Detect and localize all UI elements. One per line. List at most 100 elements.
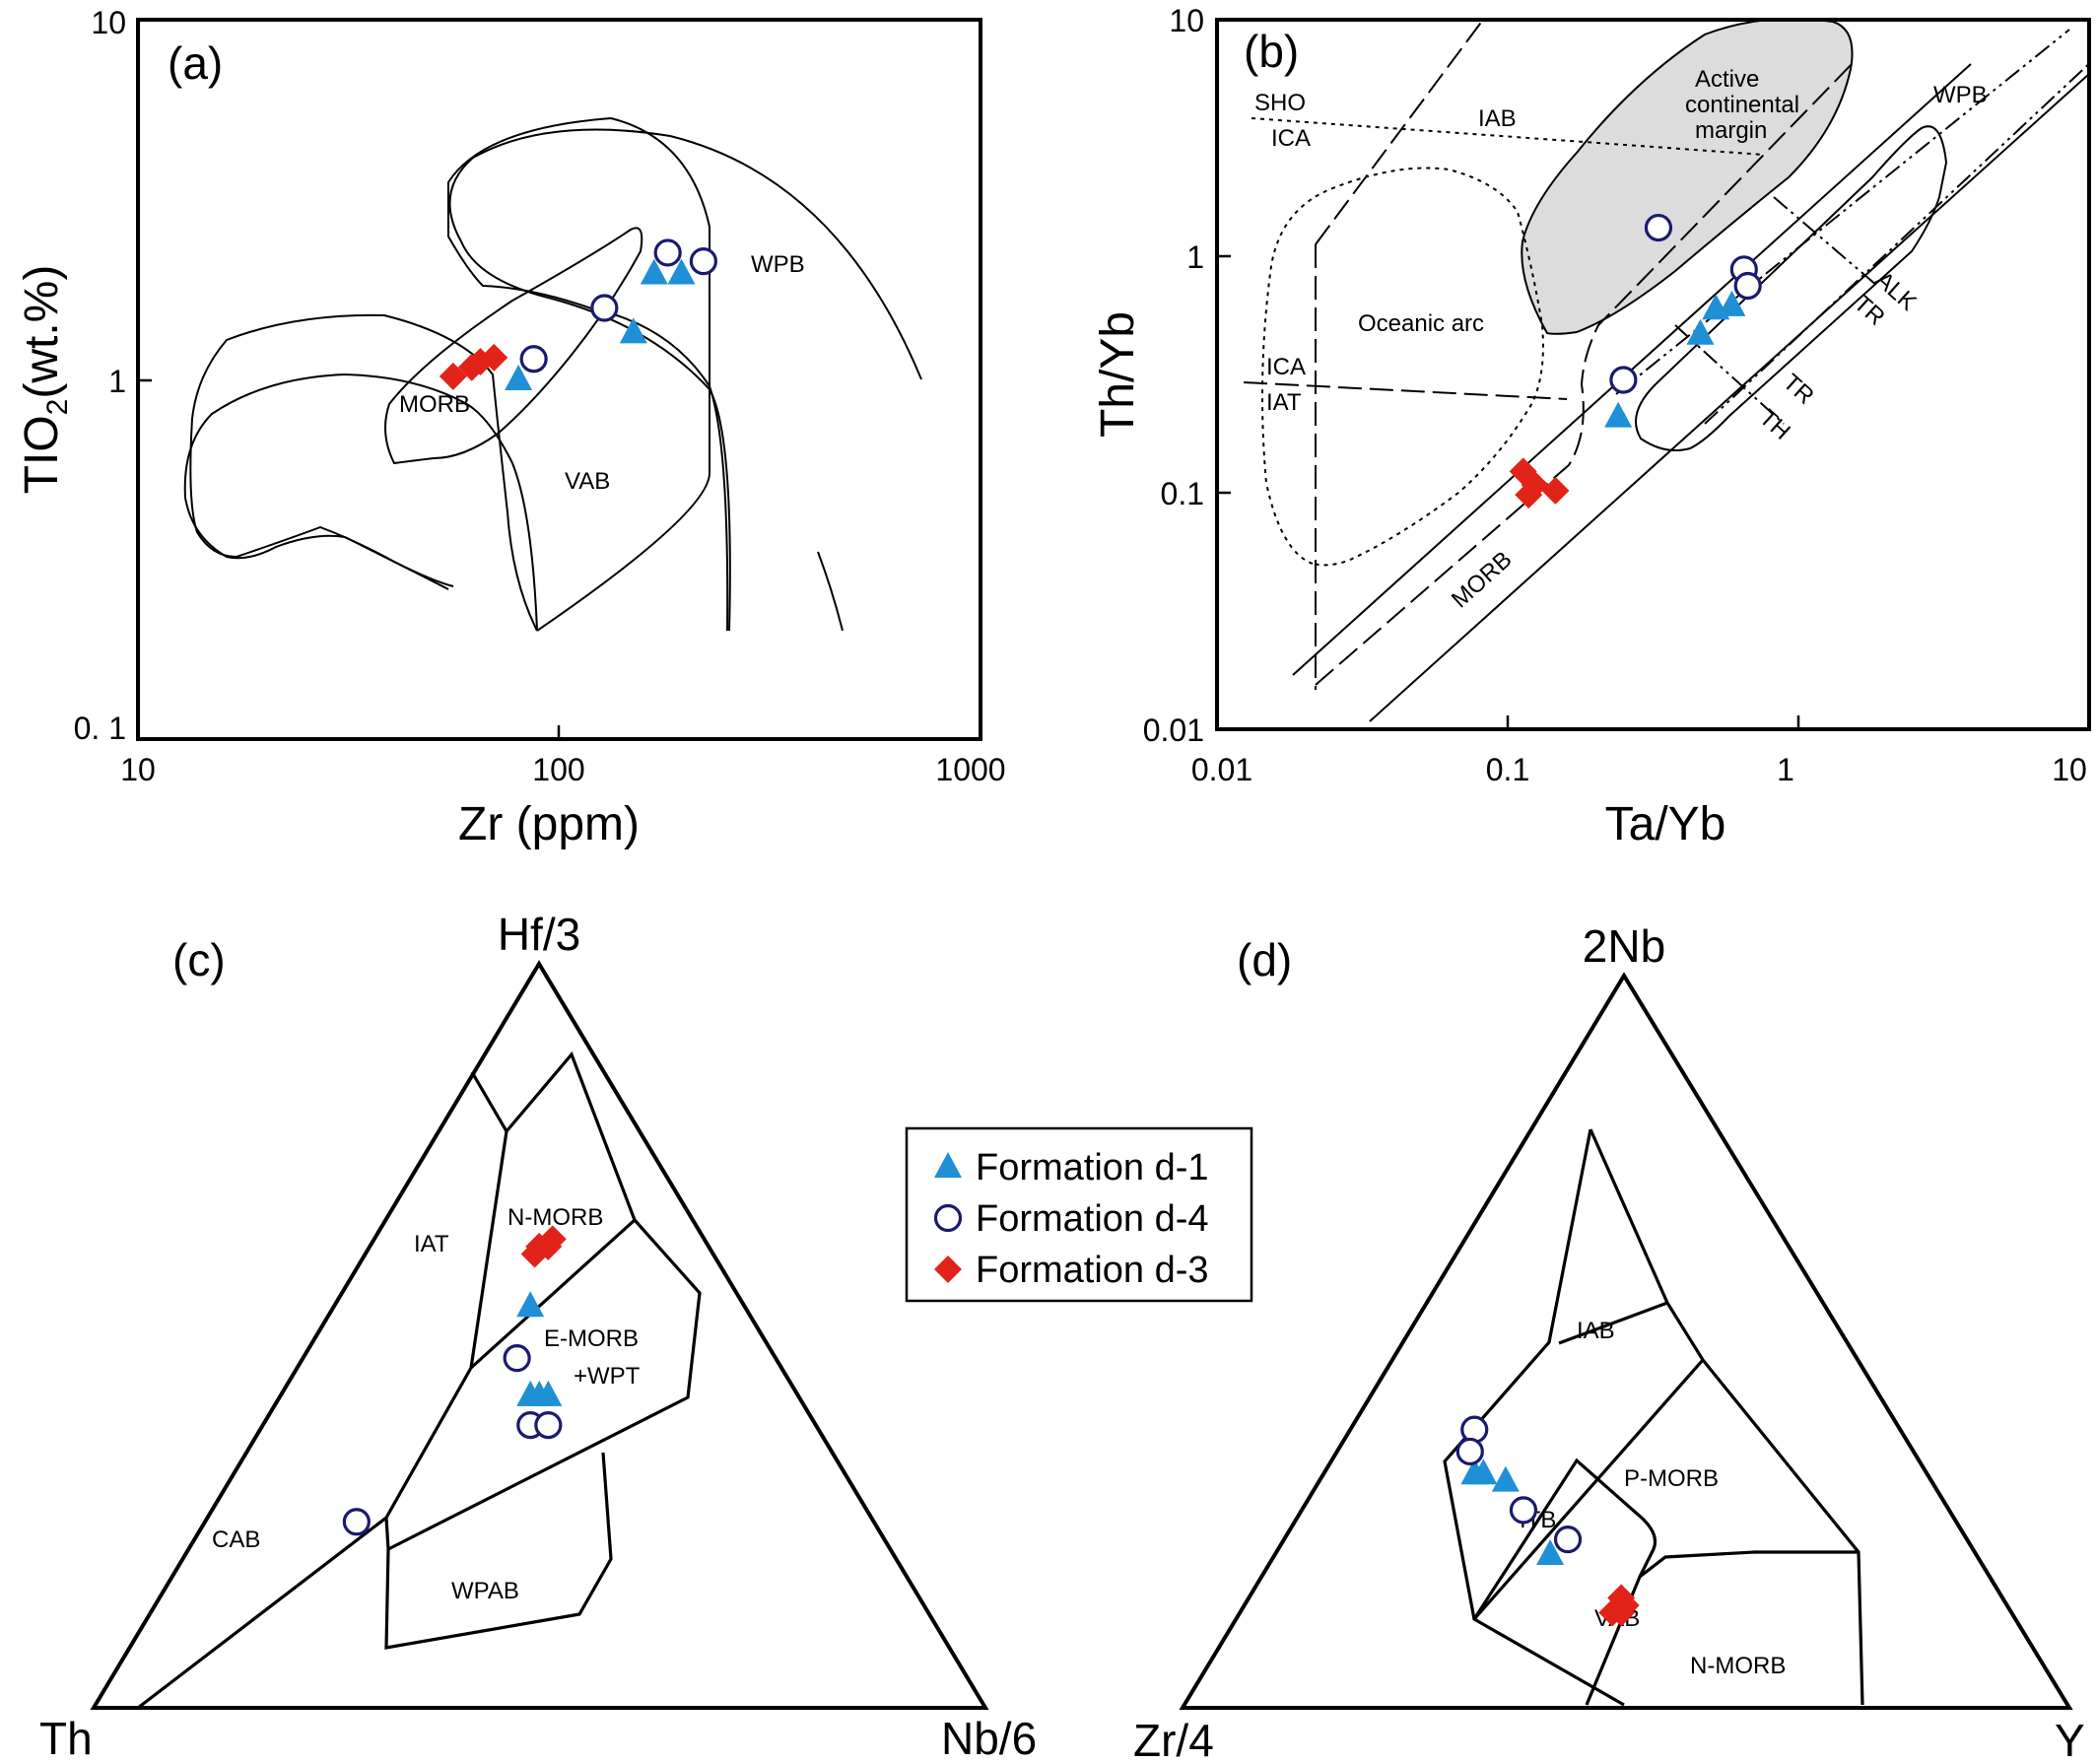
- boundary-iab-morb-dashed: [1315, 60, 1856, 686]
- panel-a-data-points: [439, 238, 717, 390]
- panel-d-label: (d): [1237, 934, 1292, 985]
- panel-c-point-dia-4: [538, 1225, 567, 1254]
- panel-c-vertex-top: Hf/3: [498, 909, 580, 960]
- panel-a-x-ticks: [136, 725, 982, 739]
- panel-a-ylabel-main: TIO: [16, 415, 68, 494]
- panel-d-point-tri-2: [1469, 1459, 1498, 1485]
- panel-a-point-tri-4: [505, 365, 533, 390]
- legend: Formation d-1 Formation d-4 Formation d-…: [905, 1126, 1253, 1303]
- svg-text:TIO2(wt.%): TIO2(wt.%): [16, 265, 74, 495]
- panel-d-point-circ-1: [1460, 1415, 1489, 1444]
- panel-d-field-iab: IAB: [1577, 1318, 1615, 1344]
- panel-a: 10 100 1000 10 1 0. 1 Zr (ppm) TIO2(wt.%…: [16, 5, 1006, 850]
- panel-b-x-axis-title: Ta/Yb: [1605, 798, 1726, 850]
- panel-b-point-circ-4: [1609, 366, 1638, 394]
- boundary-sho-ica: [1251, 117, 1765, 156]
- boundary-ica-iat: [1243, 381, 1568, 400]
- panel-b-field-wpb: WPB: [1933, 82, 1988, 108]
- panel-c-point-circ-3: [534, 1410, 563, 1440]
- boundary-morb-lower: [1369, 73, 2089, 722]
- vab-main-outline: [183, 373, 538, 632]
- panel-c-field-boundaries: [137, 1051, 702, 1710]
- panel-c-ternary-triangle: [90, 960, 989, 1710]
- panel-b-point-tri-4: [1604, 401, 1633, 428]
- panel-a-y-axis-title: TIO2(wt.%): [16, 265, 74, 495]
- panel-d: 2Nb Zr/4 Y (d) IAB P-MORB ITB VAB N-MORB: [1133, 920, 2085, 1764]
- panel-b-field-acm-3: margin: [1695, 117, 1767, 144]
- panel-b-point-dia-4: [1515, 481, 1543, 509]
- panel-a-y-tick-0-1: 0. 1: [74, 711, 126, 746]
- panel-c-point-circ-1: [503, 1344, 531, 1373]
- panel-c-field-nmorb: N-MORB: [507, 1204, 603, 1231]
- panel-b-field-acm-1: Active: [1695, 66, 1759, 93]
- legend-label-d4: Formation d-4: [976, 1198, 1209, 1240]
- panel-b-field-ica-lower: ICA: [1266, 354, 1306, 380]
- panel-a-y-tick-10: 10: [91, 5, 126, 40]
- panel-a-field-boundaries: [189, 116, 922, 632]
- legend-marker-3: [934, 1255, 962, 1283]
- panel-c-point-tri-4: [525, 1380, 554, 1406]
- panel-a-ylabel-tail: (wt.%): [16, 265, 68, 399]
- wpb-outline-b: [1635, 125, 1948, 451]
- panel-a-x-axis-title: Zr (ppm): [458, 798, 640, 850]
- legend-marker-2: [933, 1203, 963, 1233]
- panel-c-data-points: [342, 1225, 567, 1536]
- panel-b-point-tri-2: [1718, 290, 1746, 316]
- panel-d-vertex-left: Zr/4: [1133, 1715, 1214, 1764]
- panel-b-point-tri-3: [1686, 318, 1715, 345]
- panel-d-point-circ-2: [1455, 1437, 1484, 1466]
- panel-c-point-tri-1: [516, 1291, 545, 1318]
- wpb-field-boundary: [447, 116, 844, 632]
- panel-c-field-wpab: WPAB: [451, 1578, 519, 1604]
- panel-b-field-acm-2: continental: [1685, 92, 1799, 118]
- panel-d-boundary-itb: [1472, 1458, 1859, 1620]
- panel-d-point-dia-4: [1607, 1598, 1636, 1627]
- panel-a-point-circ-4: [519, 345, 548, 373]
- panel-b-field-th: TH: [1754, 404, 1795, 444]
- panel-a-point-tri-1: [640, 258, 668, 285]
- panel-b-field-iat: IAT: [1266, 389, 1302, 416]
- panel-c-boundary-wpab: [384, 1452, 613, 1650]
- panel-d-vertex-top: 2Nb: [1583, 920, 1665, 972]
- panel-b-point-circ-3: [1733, 271, 1762, 301]
- oceanic-arc-outline: [1261, 167, 1544, 567]
- panel-a-field-morb: MORB: [399, 391, 470, 418]
- panel-a-field-vab: VAB: [565, 468, 610, 495]
- panel-d-field-nmorb: N-MORB: [1690, 1653, 1786, 1679]
- wpb-outline: [448, 128, 922, 632]
- legend-label-d1: Formation d-1: [976, 1147, 1209, 1188]
- active-margin-field: [1521, 18, 1854, 335]
- panel-a-ylabel-sub: 2: [41, 399, 74, 416]
- panel-b-field-oceanic-arc: Oceanic arc: [1358, 310, 1484, 337]
- panel-a-point-circ-2: [689, 247, 717, 276]
- panel-b-x-tick-1: 1: [1777, 752, 1794, 787]
- panel-a-label: (a): [168, 37, 223, 89]
- panel-d-vertex-right: Y: [2055, 1715, 2085, 1764]
- panel-d-boundary-pmorb: [1472, 1358, 1705, 1621]
- panel-b-point-circ-1: [1644, 213, 1673, 242]
- panel-d-boundary-iab: [1558, 1301, 1668, 1345]
- boundary-alk-tr: [1615, 29, 2070, 395]
- panel-a-y-ticks: [138, 18, 152, 741]
- panel-c-field-iat: IAT: [414, 1231, 449, 1257]
- legend-box: [905, 1126, 1253, 1303]
- panel-b-y-tick-0-01: 0.01: [1143, 712, 1204, 748]
- panel-b-x-tick-10: 10: [2052, 752, 2087, 787]
- panel-b-point-dia-3: [1541, 476, 1570, 505]
- panel-b-x-tick-0-1: 0.1: [1486, 752, 1529, 787]
- panel-a-point-tri-2: [667, 258, 696, 285]
- panel-c-vertex-right: Nb/6: [941, 1713, 1037, 1764]
- panel-a-point-circ-3: [590, 294, 619, 322]
- panel-b-y-tick-10: 10: [1169, 3, 1204, 38]
- panel-b-plot-frame: [1215, 18, 2091, 731]
- panel-a-field-wpb: WPB: [751, 251, 805, 278]
- panel-b-y-ticks: [1217, 18, 1231, 731]
- panel-a-point-circ-1: [653, 238, 682, 267]
- panel-d-ternary-triangle: [1179, 972, 2073, 1710]
- panel-b-x-ticks: [1215, 715, 2091, 729]
- panel-b-x-tick-0-01: 0.01: [1191, 752, 1252, 787]
- panel-c-boundary-iat: [137, 1071, 508, 1710]
- panel-b-field-sho: SHO: [1254, 90, 1306, 116]
- morb-outline: [384, 227, 643, 465]
